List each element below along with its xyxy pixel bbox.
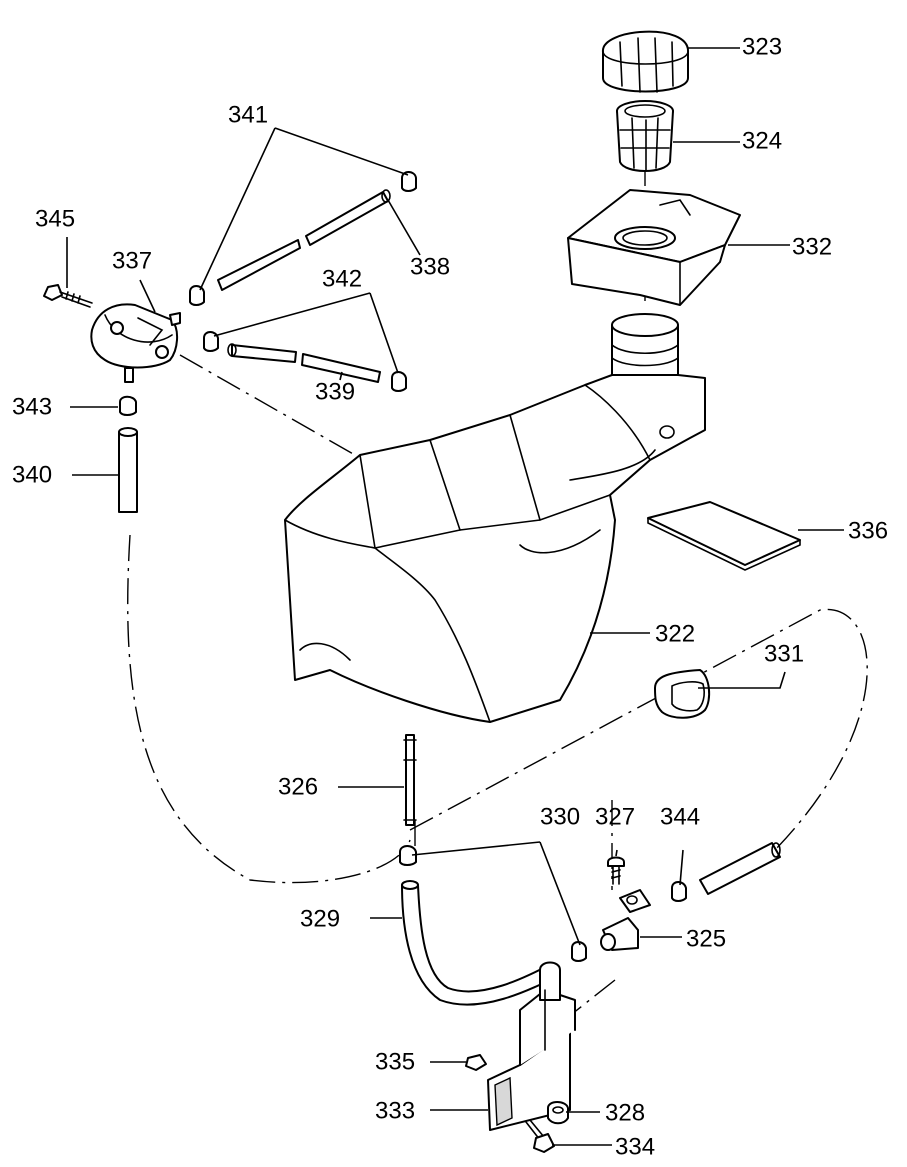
callout-330: 330	[540, 803, 580, 830]
hose-clamp-344	[671, 881, 687, 902]
fuel-strainer-324	[616, 100, 674, 172]
screw-327	[607, 856, 625, 885]
callout-322: 322	[655, 620, 695, 647]
fuel-hose-329	[401, 880, 561, 1006]
fuel-hose-340	[118, 427, 138, 513]
hose-clamps-330	[399, 845, 587, 962]
fuel-tank-322	[284, 374, 706, 723]
callout-328: 328	[605, 1099, 645, 1126]
callout-337: 337	[112, 247, 152, 274]
callout-335: 335	[375, 1048, 415, 1075]
callout-334: 334	[615, 1133, 655, 1160]
fuel-hose-339	[227, 343, 381, 383]
fuel-hose-right	[699, 842, 781, 895]
hose-clamps-342	[203, 331, 407, 392]
nut-335	[465, 1054, 487, 1071]
callout-336: 336	[848, 517, 888, 544]
callout-340: 340	[12, 461, 52, 488]
pickup-tube-326	[403, 734, 417, 826]
callout-341: 341	[228, 101, 268, 128]
hose-clamps-341	[189, 171, 417, 306]
nut-328	[547, 1101, 569, 1125]
callout-344: 344	[660, 803, 700, 830]
callout-labels: 323 324 332 341 338 345 337 342 339 343 …	[12, 33, 888, 1160]
fuel-pump-337	[90, 303, 181, 383]
callout-345: 345	[35, 205, 75, 232]
grommet-331	[654, 669, 711, 719]
tank-cover-332	[567, 189, 741, 306]
fuel-hose-338	[217, 189, 391, 291]
bolt-345	[43, 284, 93, 308]
pad-336	[647, 501, 801, 571]
callout-324: 324	[742, 127, 782, 154]
callout-343: 343	[12, 393, 52, 420]
callout-332: 332	[792, 233, 832, 260]
callout-333: 333	[375, 1097, 415, 1124]
callout-323: 323	[742, 33, 782, 60]
bolt-334	[525, 1119, 555, 1153]
callout-329: 329	[300, 905, 340, 932]
callout-342: 342	[322, 265, 362, 292]
fuel-cap-323	[601, 30, 690, 93]
fuel-valve-325	[600, 889, 651, 951]
callout-339: 339	[315, 378, 355, 405]
callout-325: 325	[686, 925, 726, 952]
callout-338: 338	[410, 253, 450, 280]
callout-326: 326	[278, 773, 318, 800]
callout-327: 327	[595, 803, 635, 830]
leader-lines	[66, 47, 844, 1146]
hose-clamp-343	[119, 395, 137, 416]
callout-331: 331	[764, 640, 804, 667]
